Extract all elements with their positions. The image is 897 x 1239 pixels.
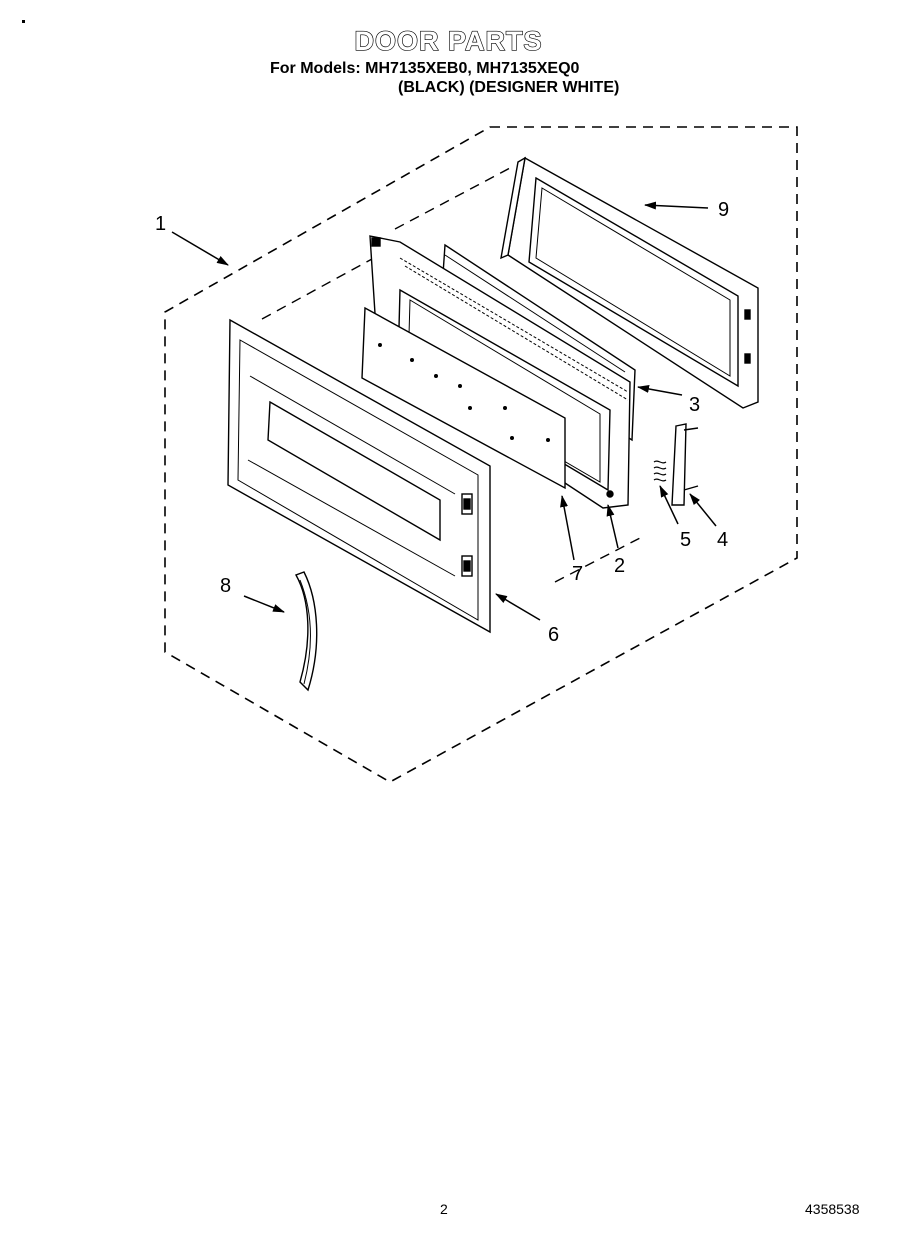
leader-2: [606, 504, 619, 549]
scan-dot: [22, 20, 25, 23]
leader-7: [560, 495, 575, 561]
boundary-inner-dash-3: [554, 537, 641, 583]
callout-3: 3: [689, 394, 700, 416]
assembly-boundary: [164, 126, 798, 783]
part-6-outer-door: [227, 318, 491, 634]
leader-3: [637, 385, 683, 396]
leader-4: [689, 493, 717, 527]
page-title: DOOR PARTS: [354, 25, 543, 56]
page-number: 2: [440, 1201, 448, 1217]
part-4-latch: [671, 423, 699, 506]
models-line: For Models: MH7135XEB0, MH7135XEQ0: [270, 60, 580, 77]
callout-5: 5: [680, 529, 691, 551]
part-7-glass: [361, 306, 566, 490]
leader-1: [171, 231, 229, 266]
callout-9: 9: [718, 199, 729, 221]
boundary-inner-dash-1: [261, 258, 373, 320]
part-5-spring: [653, 460, 667, 482]
callout-6: 6: [548, 624, 559, 646]
document-number: 4358538: [805, 1201, 860, 1217]
boundary-inner-dash-2: [394, 167, 511, 230]
callout-8: 8: [220, 575, 231, 597]
callout-2: 2: [614, 555, 625, 577]
leader-8: [243, 595, 285, 613]
part-9-choke-frame: [500, 156, 759, 409]
callout-7: 7: [572, 563, 583, 585]
variants-line: (BLACK) (DESIGNER WHITE): [398, 79, 620, 96]
part-8-handle: [294, 571, 318, 692]
callout-1: 1: [155, 213, 166, 235]
leader-9: [644, 201, 709, 210]
leader-5: [659, 485, 679, 525]
leader-6: [495, 593, 541, 621]
callout-4: 4: [717, 529, 728, 551]
